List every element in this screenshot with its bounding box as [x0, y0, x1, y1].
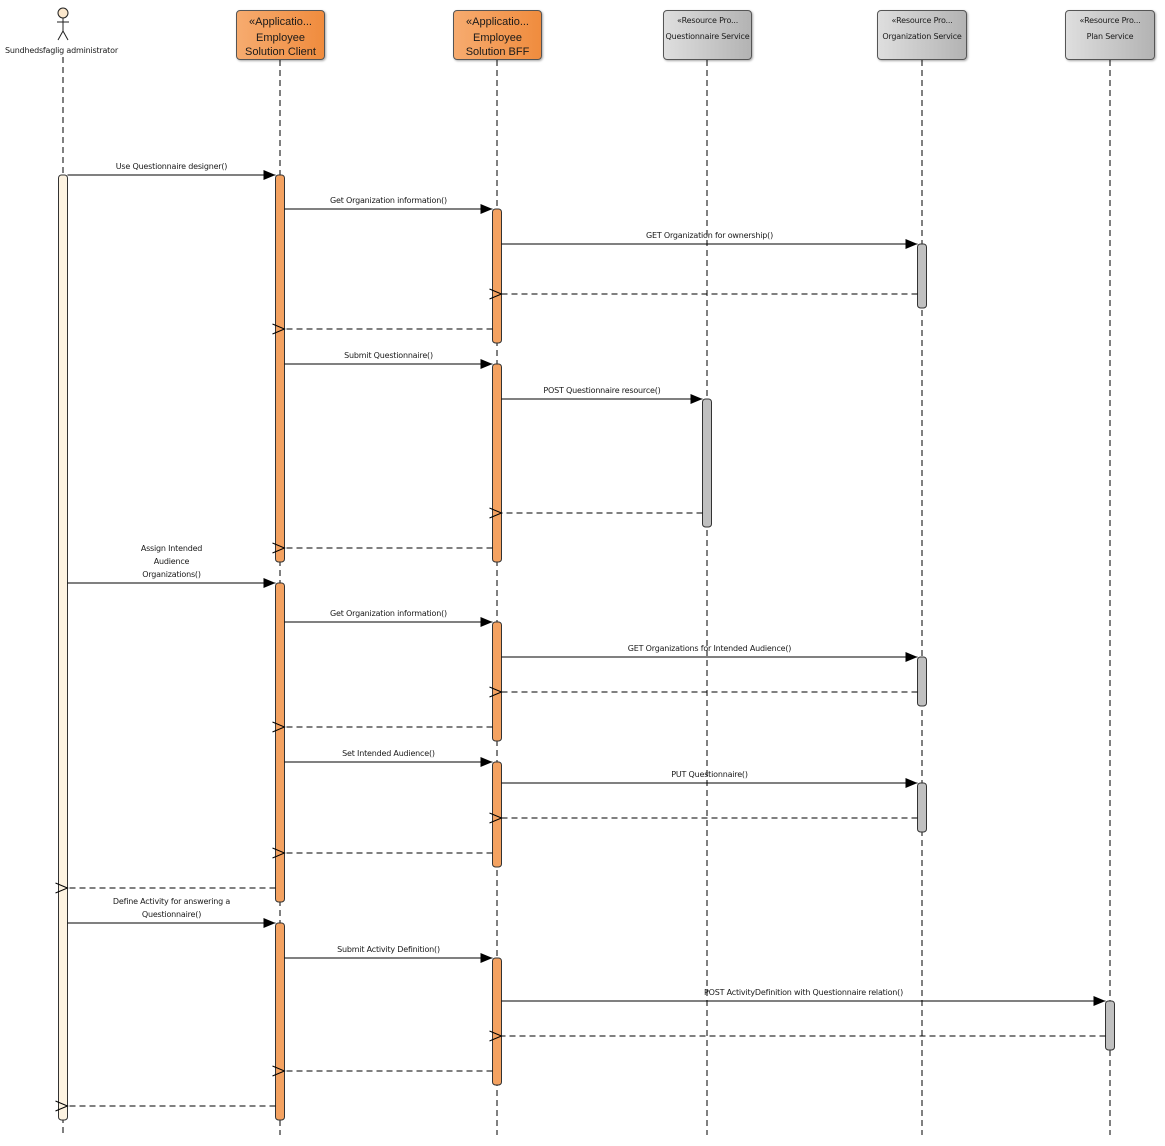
activation-bar-org[interactable] [917, 656, 927, 707]
message-label: Organizations() [142, 570, 201, 579]
message-return[interactable] [272, 847, 493, 859]
message-label: Set Intended Audience() [342, 749, 435, 758]
participant-name-line: Organization Service [882, 32, 962, 41]
message-label: Questionnaire() [142, 910, 201, 919]
open-arrowhead-icon [272, 721, 286, 733]
actor-stick-figure-icon [57, 7, 69, 41]
open-arrowhead-icon [272, 542, 286, 554]
open-arrowhead-icon [272, 847, 286, 859]
open-arrowhead-icon [55, 1100, 69, 1112]
message-call[interactable]: PUT Questionnaire() [501, 770, 918, 788]
message-return[interactable] [489, 812, 918, 824]
activation-bar-actor[interactable] [58, 174, 68, 1121]
message-return[interactable] [489, 507, 703, 519]
message-return[interactable] [489, 288, 918, 300]
message-label: Get Organization information() [330, 196, 447, 205]
open-arrowhead-icon [272, 1065, 286, 1077]
participant-stereotype: «Resource Pro... [1079, 16, 1141, 25]
activation-bar-bff[interactable] [492, 957, 502, 1086]
activation-bar-bff[interactable] [492, 363, 502, 563]
message-label: Assign Intended [141, 544, 202, 553]
message-return[interactable] [272, 323, 493, 335]
participant-name-line: Plan Service [1086, 32, 1134, 41]
participant-plan-service[interactable]: «Resource Pro... Plan Service [1065, 10, 1155, 60]
participant-stereotype: «Applicatio... [466, 16, 529, 28]
activation-bar-bff[interactable] [492, 621, 502, 742]
message-label: GET Organizations for Intended Audience(… [628, 644, 792, 653]
participant-employee-solution-client[interactable]: «Applicatio... Employee Solution Client [236, 10, 325, 60]
message-call[interactable]: GET Organizations for Intended Audience(… [501, 644, 918, 662]
message-label: Audience [154, 557, 190, 566]
activation-bar-org[interactable] [917, 243, 927, 309]
open-arrowhead-icon [272, 323, 286, 335]
open-arrowhead-icon [55, 882, 69, 894]
message-label: Define Activity for answering a [113, 897, 230, 906]
message-call[interactable]: POST ActivityDefinition with Questionnai… [501, 988, 1106, 1006]
activation-bar-qs[interactable] [702, 398, 712, 528]
message-call[interactable]: Get Organization information() [284, 609, 493, 627]
message-return[interactable] [272, 1065, 493, 1077]
participant-employee-solution-bff[interactable]: «Applicatio... Employee Solution BFF [453, 10, 542, 60]
participant-name-line: Solution Client [245, 46, 316, 58]
message-label: Use Questionnaire designer() [116, 162, 228, 171]
message-call[interactable]: Get Organization information() [284, 196, 493, 214]
message-label: PUT Questionnaire() [671, 770, 748, 779]
participant-stereotype: «Applicatio... [249, 16, 312, 28]
message-return[interactable] [55, 1100, 276, 1112]
open-arrowhead-icon [489, 507, 503, 519]
message-label: Submit Activity Definition() [337, 945, 440, 954]
open-arrowhead-icon [489, 686, 503, 698]
activation-bar-client[interactable] [275, 922, 285, 1121]
open-arrowhead-icon [489, 288, 503, 300]
message-call[interactable]: Set Intended Audience() [284, 749, 493, 767]
open-arrowhead-icon [489, 1030, 503, 1042]
open-arrowhead-icon [489, 812, 503, 824]
participant-name-line: Employee [473, 32, 522, 44]
message-return[interactable] [55, 882, 276, 894]
message-call[interactable]: Define Activity for answering a Questionn… [67, 897, 276, 928]
message-call[interactable]: Use Questionnaire designer() [67, 162, 276, 180]
message-call[interactable]: Submit Questionnaire() [284, 351, 493, 369]
message-label: GET Organization for ownership() [646, 231, 773, 240]
activation-bar-org[interactable] [917, 782, 927, 833]
participant-name-line: Employee [256, 32, 305, 44]
message-return[interactable] [272, 542, 493, 554]
message-call[interactable]: GET Organization for ownership() [501, 231, 918, 249]
participant-name-line: Solution BFF [465, 46, 530, 58]
activation-bar-client[interactable] [275, 174, 285, 563]
activation-bar-client[interactable] [275, 582, 285, 903]
participant-stereotype: «Resource Pro... [891, 16, 953, 25]
message-label: Submit Questionnaire() [344, 351, 433, 360]
message-call[interactable]: POST Questionnaire resource() [501, 386, 703, 404]
message-call[interactable]: Submit Activity Definition() [284, 945, 493, 963]
participant-stereotype: «Resource Pro... [676, 16, 739, 25]
actor-name: Sundhedsfaglig administrator [5, 46, 118, 55]
participant-questionnaire-service[interactable]: «Resource Pro... Questionnaire Service [663, 10, 752, 60]
participant-name-line: Questionnaire Service [665, 32, 750, 41]
participant-organization-service[interactable]: «Resource Pro... Organization Service [877, 10, 967, 60]
message-return[interactable] [489, 1030, 1106, 1042]
message-label: Get Organization information() [330, 609, 447, 618]
message-label: POST ActivityDefinition with Questionnai… [704, 988, 903, 997]
message-return[interactable] [489, 686, 918, 698]
message-return[interactable] [272, 721, 493, 733]
activation-bar-bff[interactable] [492, 208, 502, 344]
message-label: POST Questionnaire resource() [543, 386, 660, 395]
activation-bar-plan[interactable] [1105, 1000, 1115, 1051]
